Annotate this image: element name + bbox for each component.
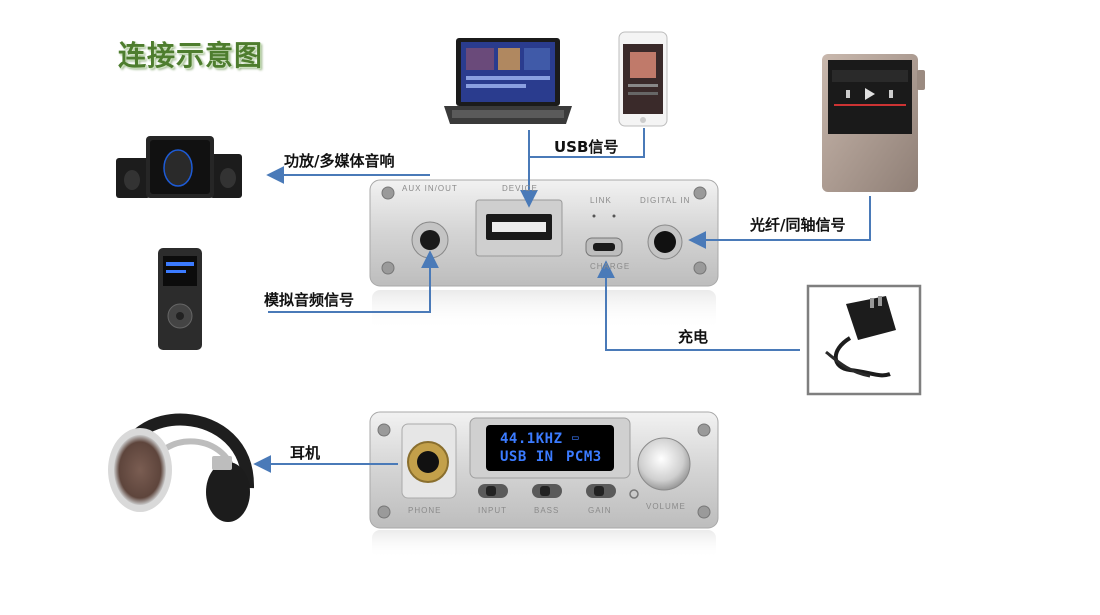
battery-icon: ▭	[572, 431, 580, 444]
front-phone-label: PHONE	[408, 506, 442, 515]
label-optical: 光纤/同轴信号	[750, 216, 846, 234]
label-charge: 充电	[678, 328, 709, 346]
front-bass-label: BASS	[534, 506, 560, 515]
rear-aux-label: AUX IN/OUT	[402, 184, 458, 193]
portable-player-device	[822, 54, 925, 192]
headphones-device	[108, 413, 255, 522]
oled-input-source: USB IN	[500, 449, 554, 465]
label-amp: 功放/多媒体音响	[284, 152, 395, 170]
line-optical-to-digital	[688, 196, 871, 249]
connector-lines	[253, 128, 871, 473]
smartphone-device	[618, 31, 668, 127]
line-charger-to-charge	[597, 260, 800, 351]
speaker-system-device	[116, 136, 242, 198]
rear-link-label: LINK	[590, 196, 612, 205]
front-volume-label: VOLUME	[646, 502, 686, 511]
rear-device-label: DEVICE	[502, 184, 538, 193]
laptop-device	[444, 38, 572, 124]
label-usb: USB信号	[554, 138, 619, 156]
page-title: 连接示意图	[118, 39, 264, 72]
front-input-label: INPUT	[478, 506, 507, 515]
front-gain-label: GAIN	[588, 506, 612, 515]
charger-adapter-device	[806, 284, 922, 396]
dac-rear-panel	[369, 179, 719, 330]
oled-sample-rate: 44.1KHZ	[500, 431, 563, 447]
label-headphone: 耳机	[290, 444, 321, 462]
rear-charge-label: CHARGE	[590, 262, 631, 271]
digital-audio-player-device	[158, 248, 202, 350]
line-phone-to-usb	[529, 128, 645, 158]
label-analog: 模拟音频信号	[264, 291, 355, 309]
line-analog-to-aux	[268, 250, 439, 313]
rear-digital-label: DIGITAL IN	[640, 196, 691, 205]
oled-format: PCM3	[566, 449, 602, 465]
oled-display: 44.1KHZ ▭ USB IN PCM3	[486, 425, 614, 471]
